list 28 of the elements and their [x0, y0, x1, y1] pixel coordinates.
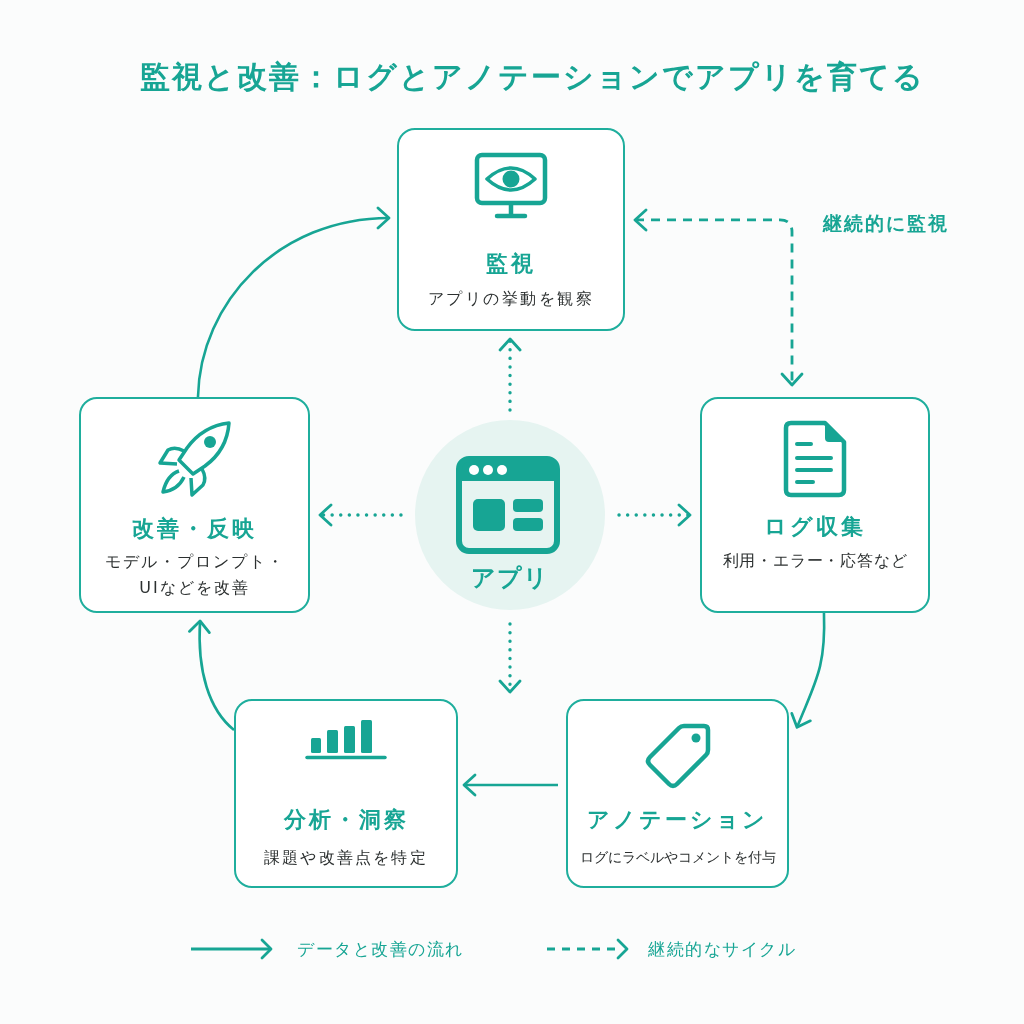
circle-label: アプリ	[471, 563, 549, 593]
arrow	[617, 503, 692, 527]
step-title: アノテーション	[587, 806, 768, 834]
diagram-title: 監視と改善：ログとアノテーションでアプリを育てる	[139, 58, 925, 96]
step-description: ログにラベルやコメントを付与	[579, 848, 776, 867]
step-box	[234, 699, 458, 888]
arrow	[498, 337, 522, 412]
arrow	[633, 208, 804, 387]
legend-label: 継続的なサイクル	[648, 938, 796, 961]
step-box	[566, 699, 789, 888]
step-box	[397, 128, 625, 331]
arrow	[790, 612, 826, 729]
step-title: ログ収集	[764, 513, 866, 541]
legend-label: データと改善の流れ	[297, 938, 464, 961]
step-box	[700, 397, 930, 613]
step-description: アプリの挙動を観察	[427, 288, 595, 310]
step-description: モデル・プロンプト・UIなどを改善	[103, 551, 286, 599]
arrow	[188, 619, 235, 731]
step-title: 監視	[486, 250, 536, 278]
arrow	[498, 622, 522, 694]
arrow	[196, 207, 391, 398]
step-box	[79, 397, 310, 613]
step-description: 利用・エラー・応答など	[722, 550, 908, 572]
step-title: 分析・洞察	[283, 806, 409, 834]
arrow	[318, 503, 403, 527]
step-title: 改善・反映	[132, 515, 257, 543]
arrow	[462, 773, 558, 797]
step-description: 課題や改善点を特定	[264, 847, 428, 869]
